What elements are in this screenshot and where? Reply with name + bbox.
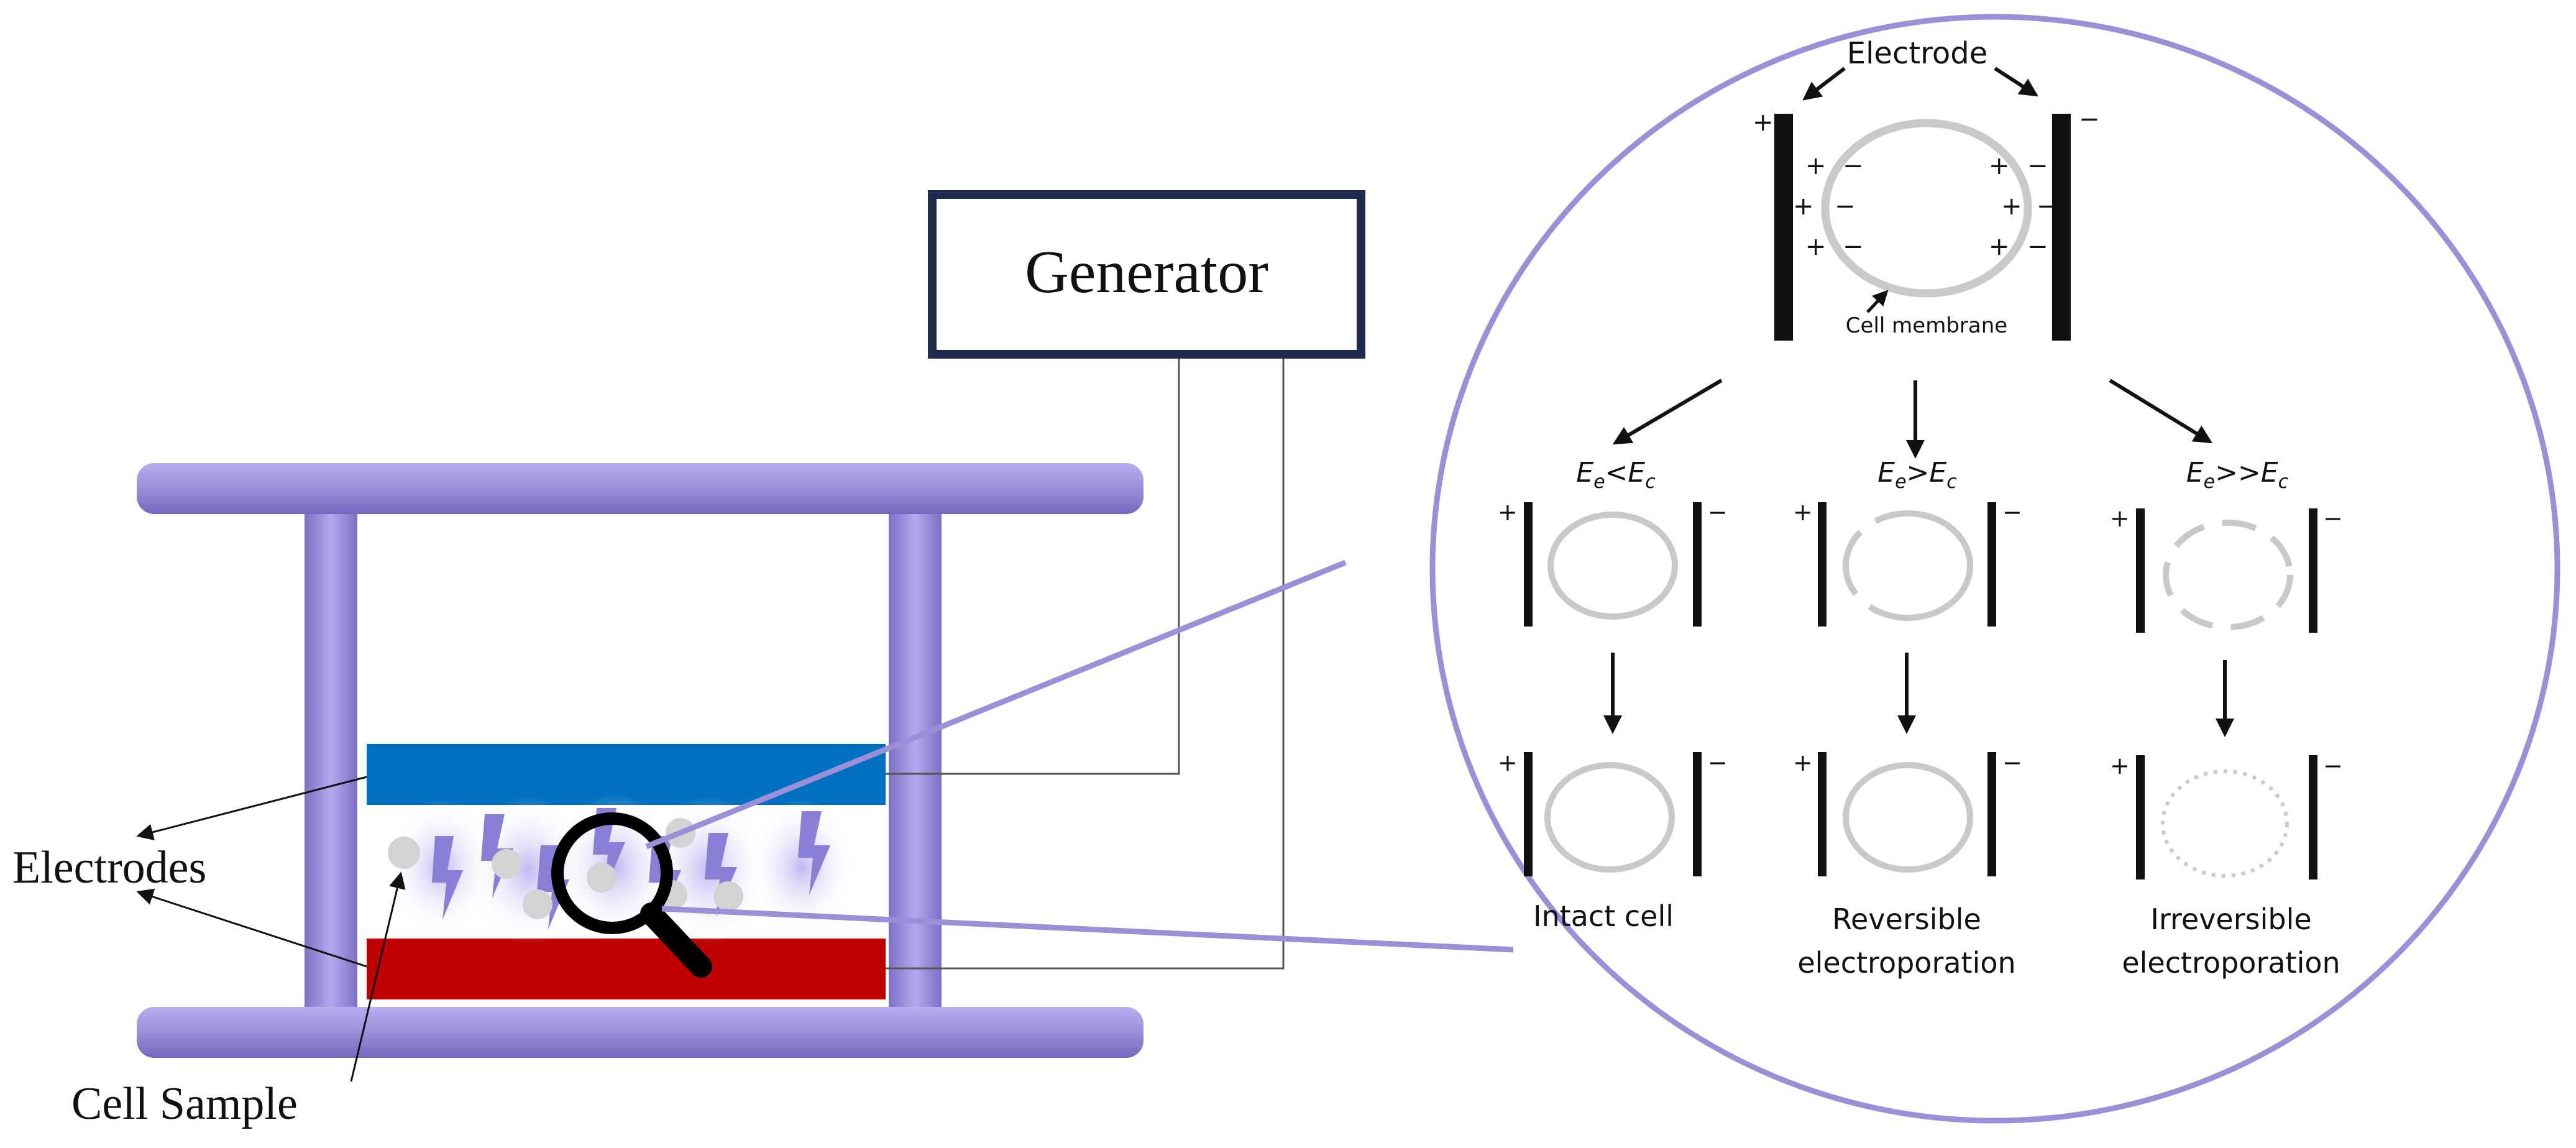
condition-intact: Ee<Ec + − + − Intact cell [1498,457,1728,933]
svg-text:−: − [1708,749,1728,776]
cell-sample-arrow [350,871,406,1082]
electrode-negative [2052,114,2071,341]
intact-membrane-before [1547,512,1678,620]
svg-text:−: − [2037,192,2058,221]
svg-text:+: + [1989,232,2010,261]
svg-text:+: + [1793,192,1814,221]
condition-label: Ee>Ec [1877,457,1957,493]
condition-irreversible: Ee>>Ec + − + − Irreversible electroporat… [2110,457,2343,980]
svg-text:+: + [2001,192,2022,221]
cell-membrane-label: Cell membrane [1846,313,2007,338]
membrane-detail: Electrode + − + − + − + − + − + − + − Ce… [1612,36,2213,459]
electrode-arrow-left [1802,67,1846,101]
svg-text:+: + [1793,498,1813,526]
magnifier-icon [551,812,712,978]
conditions: Ee<Ec + − + − Intact cell Ee>Ec + − + [1498,457,2343,980]
cells [388,818,743,919]
sign-plus: + [1753,108,1774,137]
sign-minus: − [2079,105,2100,134]
cell-membrane [1821,119,2032,298]
generator-label: Generator [1025,239,1268,306]
svg-text:−: − [2002,749,2022,776]
cell-membrane-arrow [1866,290,1889,313]
irreversible-membrane-pores [2163,520,2293,630]
frame-bottom-bar [137,1007,1144,1058]
caption-intact: Intact cell [1533,899,1674,933]
branch-arrow-left [1612,379,1723,445]
svg-text:+: + [2110,752,2130,779]
reversible-membrane-pores [1843,510,1973,621]
branch-arrow-right [2109,379,2213,444]
reversible-membrane-resealed [1843,762,1973,873]
svg-text:−: − [2323,752,2343,779]
svg-text:+: + [1498,498,1518,526]
svg-text:+: + [1498,749,1518,776]
cell-sample-label: Cell Sample [71,1078,298,1129]
intact-membrane-after [1544,762,1675,873]
zoom-connector [645,559,1514,953]
electrodes-label: Electrodes [12,842,206,893]
electrode-positive [1774,114,1793,341]
svg-text:+: + [1805,232,1827,261]
svg-text:−: − [2027,232,2048,261]
svg-text:+: + [1989,152,2010,180]
svg-text:−: − [2002,498,2022,526]
electrode-arrow-right [1994,67,2039,97]
electrodes-arrow-bottom [136,888,367,968]
frame-top-bar [137,463,1144,514]
svg-text:−: − [1843,232,1864,261]
caption-reversible-line2: electroporation [1797,946,2015,980]
irreversible-membrane-ruptured [2161,769,2289,878]
lightning-icon [432,808,830,929]
electrode-label: Electrode [1847,36,1987,71]
membrane-charges: + − + − + − + − + − + − [1793,152,2058,261]
svg-text:+: + [1805,152,1827,180]
svg-text:−: − [2323,505,2343,532]
svg-text:−: − [1843,152,1864,180]
bottom-electrode [367,939,886,999]
condition-label: Ee<Ec [1576,457,1656,493]
svg-text:−: − [1708,498,1728,526]
svg-text:−: − [1835,192,1856,221]
condition-reversible: Ee>Ec + − + − Reversible electroporation [1793,457,2022,980]
svg-text:−: − [2027,152,2048,180]
frame-left-post [305,491,357,1032]
generator-box [928,190,1365,359]
svg-text:+: + [1793,749,1813,776]
frame-right-post [889,491,942,1032]
apparatus: Generator Electrodes Cell Sample [12,190,1365,1129]
wires [886,359,1285,970]
svg-text:+: + [2110,505,2130,532]
condition-label: Ee>>Ec [2186,457,2289,493]
caption-reversible-line1: Reversible [1832,902,1981,936]
caption-irreversible-line1: Irreversible [2150,902,2311,936]
electrodes-arrow-top [136,776,367,840]
caption-irreversible-line2: electroporation [2122,946,2340,980]
